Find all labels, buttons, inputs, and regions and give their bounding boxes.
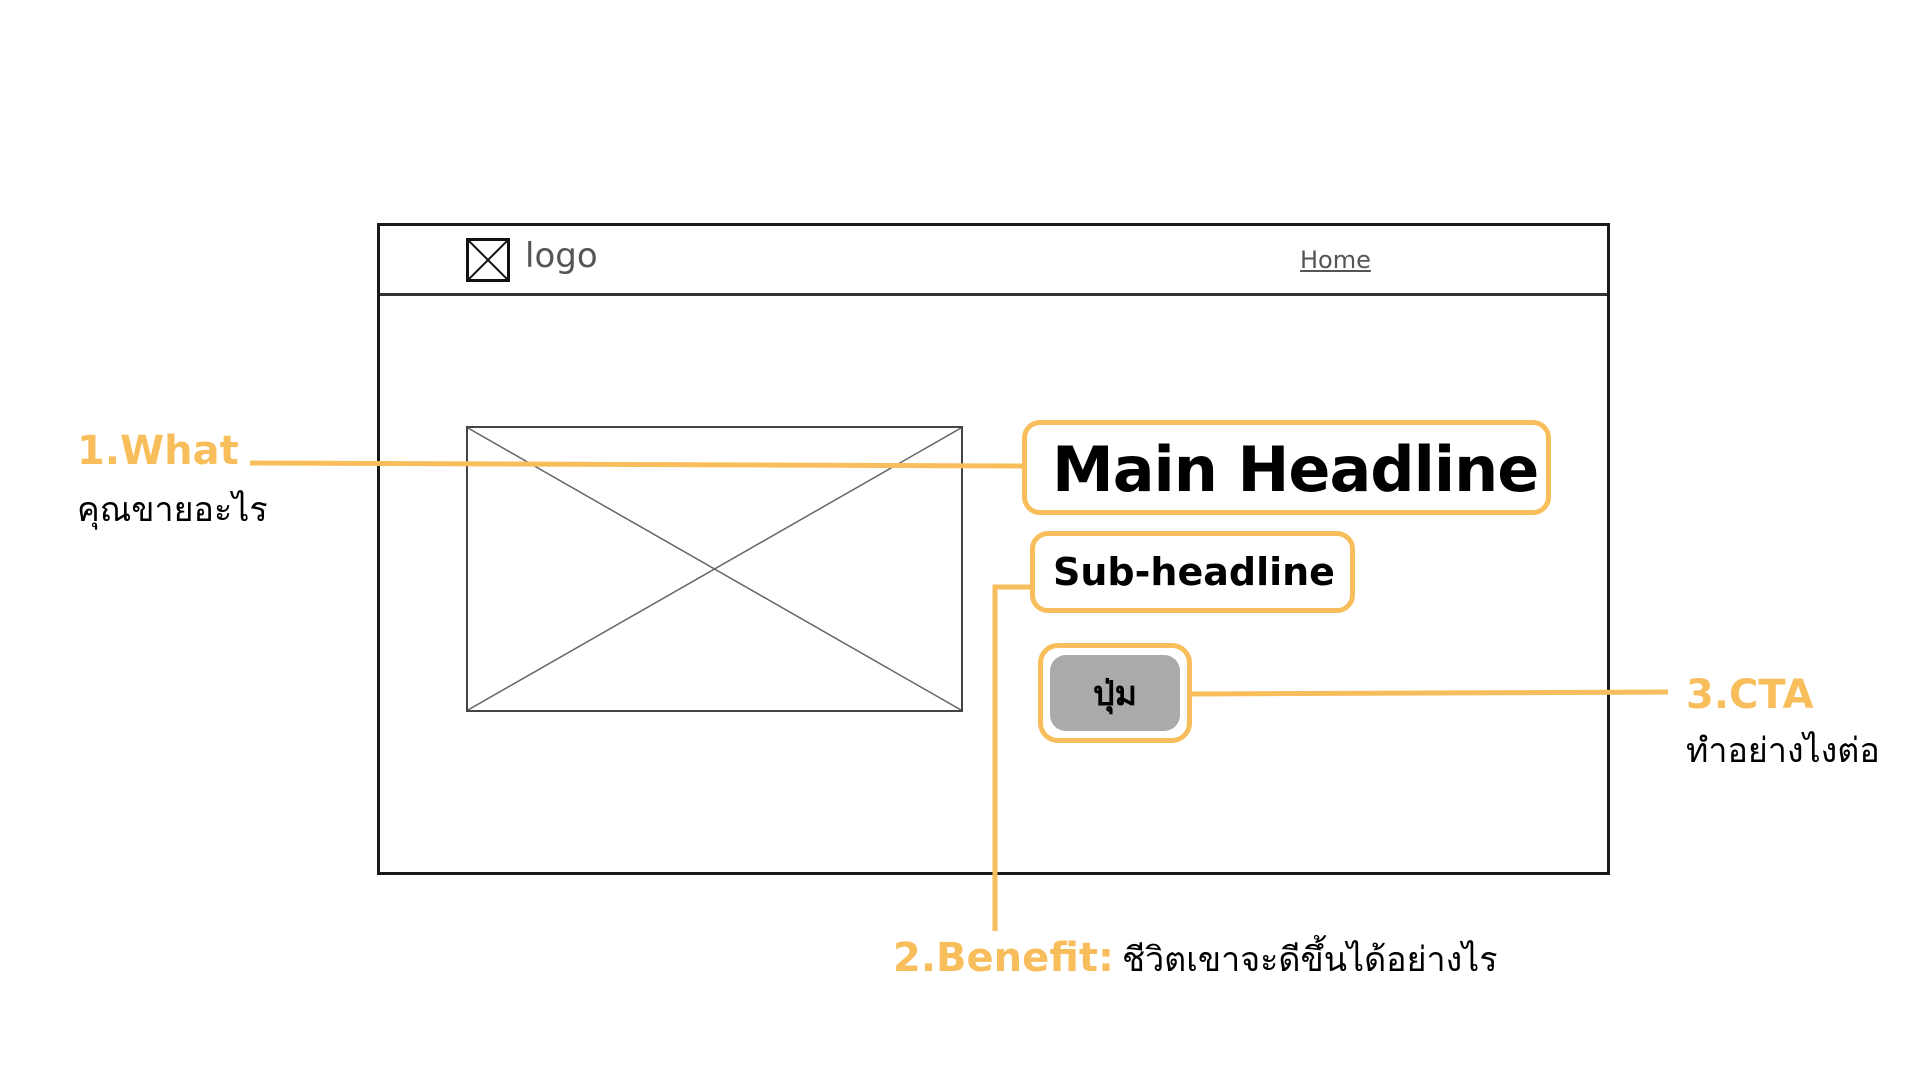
benefit-annotation: 2.Benefit: ชีวิตเขาจะดีขึ้นได้อย่างไร (893, 932, 1498, 986)
cta-annotation-title: 3.CTA (1686, 672, 1814, 718)
what-annotation-title: 1.What (77, 428, 239, 474)
cta-annotation-description: ทำอย่างไงต่อ (1686, 731, 1880, 771)
benefit-annotation-title: 2.Benefit: (893, 935, 1115, 981)
nav-home-link[interactable]: Home (1300, 246, 1371, 274)
image-placeholder-icon (466, 426, 963, 712)
main-headline-box: Main Headline (1022, 420, 1551, 515)
logo-text: logo (525, 236, 598, 276)
what-annotation-description: คุณขายอะไร (77, 490, 268, 530)
benefit-annotation-description: ชีวิตเขาจะดีขึ้นได้อย่างไร (1122, 940, 1498, 980)
main-headline: Main Headline (1052, 433, 1539, 506)
cta-button[interactable]: ปุ่ม (1050, 655, 1180, 731)
wireframe-navbar: logo Home (380, 226, 1607, 296)
cta-highlight-box: ปุ่ม (1038, 643, 1192, 743)
logo-placeholder-icon (466, 238, 510, 282)
sub-headline: Sub-headline (1053, 550, 1335, 594)
sub-headline-box: Sub-headline (1030, 531, 1355, 613)
